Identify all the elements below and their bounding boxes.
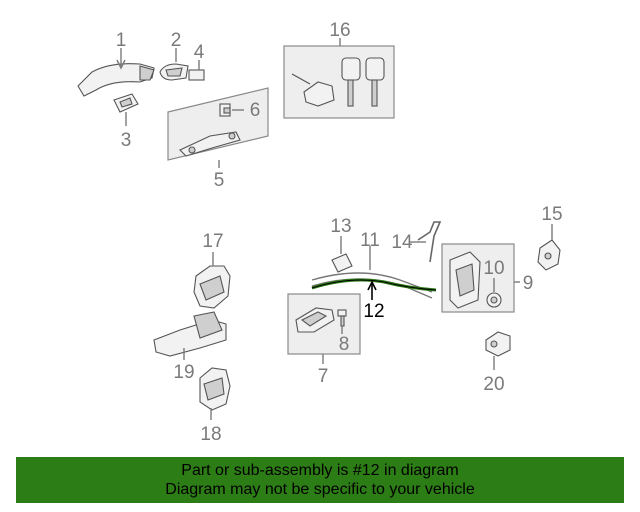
clip-part — [219, 103, 231, 117]
callout-7: 7 — [318, 366, 329, 387]
latch-part — [449, 251, 481, 309]
callout-1: 1 — [116, 30, 127, 51]
lock-cable-part — [311, 272, 433, 293]
rod-clip-part — [331, 253, 353, 273]
callout-2: 2 — [171, 30, 182, 51]
arrow-12 — [367, 280, 377, 291]
callout-14: 14 — [391, 232, 413, 253]
parts-diagram: 1 2 3 4 5 6 7 8 9 10 11 12 13 14 15 16 1… — [77, 20, 563, 445]
callout-15: 15 — [541, 204, 562, 225]
callout-12: 12 — [363, 301, 384, 322]
inside-handle-part — [295, 307, 335, 333]
door-check-part — [153, 311, 227, 357]
callout-6: 6 — [250, 100, 261, 121]
pad-part — [188, 69, 205, 81]
handle-seal-part — [113, 93, 139, 113]
arrow-1 — [116, 59, 126, 70]
key-icon — [365, 57, 385, 107]
banner-line-1: Part or sub-assembly is #12 in diagram — [181, 462, 459, 479]
callout-3: 3 — [121, 130, 132, 151]
callout-9: 9 — [523, 273, 534, 294]
latch-grommet-part — [486, 292, 502, 308]
handle-frame-part — [179, 131, 241, 157]
callout-10: 10 — [483, 258, 504, 279]
outside-handle-part — [77, 63, 155, 97]
upper-hinge-part — [193, 265, 231, 309]
callout-4: 4 — [194, 42, 205, 63]
handle-cap-part — [159, 63, 189, 81]
banner-line-2: Diagram may not be specific to your vehi… — [165, 481, 475, 498]
callout-8: 8 — [339, 334, 350, 355]
callout-17: 17 — [202, 231, 223, 252]
callout-13: 13 — [330, 216, 351, 237]
callout-5: 5 — [214, 170, 225, 191]
part-info-banner: Part or sub-assembly is #12 in diagram D… — [16, 457, 624, 503]
callout-19: 19 — [173, 362, 194, 383]
lower-hinge-part — [199, 367, 231, 411]
callout-18: 18 — [200, 424, 221, 445]
key-cylinder-part — [291, 73, 335, 107]
inside-handle-cable-outline — [311, 279, 437, 291]
key-icon — [341, 57, 361, 107]
door-switch-part — [485, 331, 511, 357]
striker-part — [537, 239, 561, 271]
callout-20: 20 — [483, 374, 504, 395]
lock-rod-part — [417, 221, 442, 263]
callout-16: 16 — [329, 20, 350, 41]
callout-11: 11 — [360, 230, 380, 251]
bracket-box — [167, 87, 269, 161]
